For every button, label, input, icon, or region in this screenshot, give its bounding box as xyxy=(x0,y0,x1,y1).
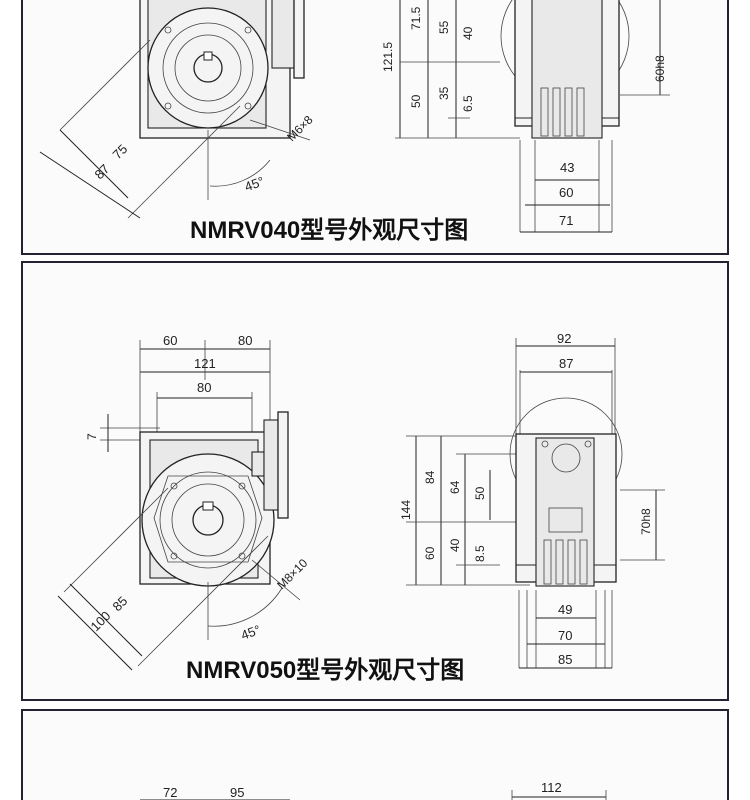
panel-nmrv040: 75 87 45° M6×8 121.5 71.5 55 40 50 35 6.… xyxy=(21,0,729,255)
dim-50: 50 xyxy=(409,94,423,108)
dim-shaft-70h8: 70h8 xyxy=(639,508,653,535)
dim-80-inner: 80 xyxy=(197,380,211,395)
right-view xyxy=(509,338,665,669)
dim-112: 112 xyxy=(541,780,562,795)
dim-71: 71 xyxy=(559,213,573,228)
dim-7: 7 xyxy=(85,433,99,440)
panel-frame xyxy=(21,0,729,255)
dim-60: 60 xyxy=(559,185,573,200)
dim-40: 40 xyxy=(461,26,475,40)
dim-8-5: 8.5 xyxy=(473,545,487,562)
dim-71-5: 71.5 xyxy=(409,6,423,30)
dim-43: 43 xyxy=(560,160,574,175)
dim-6-5: 6.5 xyxy=(461,95,475,112)
dim-60: 60 xyxy=(423,546,437,560)
left-view xyxy=(39,0,311,219)
dim-70: 70 xyxy=(558,628,572,643)
dim-40: 40 xyxy=(448,538,462,552)
right-view xyxy=(500,0,670,233)
panel-nmrv050: 60 80 121 80 7 xyxy=(21,261,729,701)
dim-87: 87 xyxy=(559,356,573,371)
dim-64: 64 xyxy=(448,480,462,494)
dim-144: 144 xyxy=(399,500,413,520)
dim-92: 92 xyxy=(557,331,571,346)
title-nmrv040: NMRV040型号外观尺寸图 xyxy=(190,216,468,244)
dim-84: 84 xyxy=(423,470,437,484)
dim-85-width: 85 xyxy=(558,652,572,667)
panel-frame xyxy=(21,709,729,800)
dim-shaft-60h8: 60h8 xyxy=(653,55,667,82)
dim-49: 49 xyxy=(558,602,572,617)
panel-frame xyxy=(21,261,729,701)
dim-95: 95 xyxy=(230,785,244,800)
dim-top-80: 80 xyxy=(238,333,252,348)
title-nmrv050: NMRV050型号外观尺寸图 xyxy=(186,656,464,684)
dim-121-5: 121.5 xyxy=(381,42,395,72)
dim-72: 72 xyxy=(163,785,177,800)
dim-55: 55 xyxy=(437,20,451,34)
vertical-dimensions xyxy=(395,0,520,139)
left-view xyxy=(57,411,301,671)
dim-35: 35 xyxy=(437,86,451,100)
dim-angle-45: 45° xyxy=(239,622,263,643)
dim-121: 121 xyxy=(194,356,216,371)
dim-angle-45: 45° xyxy=(243,173,267,194)
panel-partial: 72 95 112 xyxy=(21,709,729,800)
dim-top-60: 60 xyxy=(163,333,177,348)
dim-50: 50 xyxy=(473,486,487,500)
